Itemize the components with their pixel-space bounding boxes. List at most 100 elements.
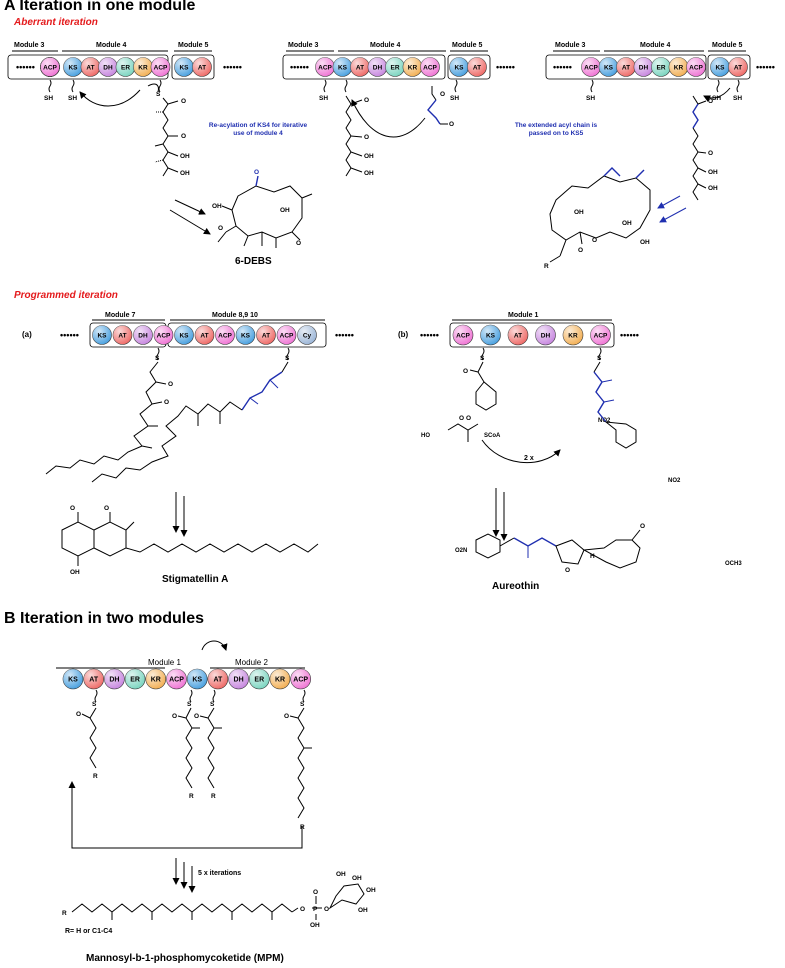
panel-a-tag: (a) [22, 330, 32, 339]
domain-shine [63, 669, 83, 689]
domain-shine [453, 325, 473, 345]
domain-shine [616, 57, 636, 77]
domain-label: KR [151, 676, 161, 683]
domain-label: AT [198, 64, 206, 71]
domain-shine [63, 57, 83, 77]
domain-shine [249, 669, 270, 689]
oh-7: OH [708, 169, 718, 176]
domain-shine [686, 57, 706, 77]
domain-shine [113, 325, 132, 345]
domain-shine [728, 57, 748, 77]
svg-text:O: O [708, 98, 713, 105]
b-module2-label: Module 2 [235, 658, 268, 667]
domain-shine [236, 325, 255, 345]
oh-9: OH [574, 209, 584, 216]
svg-text:O: O [296, 240, 301, 247]
svg-text:S: S [187, 701, 192, 708]
domain-shine [290, 669, 311, 689]
domain-label: DH [541, 332, 551, 339]
svg-text:O: O [172, 713, 177, 720]
svg-text:••••••: •••••• [290, 62, 309, 72]
domain-label: DH [109, 676, 119, 683]
domain-shine [116, 57, 135, 77]
svg-text:••••••: •••••• [60, 330, 79, 340]
domain-label: KR [408, 64, 418, 71]
aberrant-subtitle: Aberrant iteration [14, 17, 98, 28]
svg-text:S: S [210, 701, 215, 708]
domain-shine [174, 57, 194, 77]
oh-5: OH [364, 153, 374, 160]
no2-label-2: NO2 [668, 478, 681, 484]
domain-label: ACP [594, 332, 608, 339]
svg-text:O: O [194, 713, 199, 720]
pb-module1-label: Module 1 [508, 312, 539, 319]
domain-label: ACP [154, 64, 168, 71]
svg-text:S: S [285, 355, 290, 362]
domain-label: AT [200, 332, 208, 339]
domain-shine [590, 325, 611, 345]
domain-label: KS [97, 332, 107, 339]
svg-text:S: S [480, 355, 485, 362]
sh-p3-b: SH [712, 95, 721, 102]
mpm-oh-4: OH [358, 907, 368, 914]
svg-text:S: S [92, 701, 97, 708]
domain-shine [385, 57, 405, 77]
domain-shine [92, 325, 112, 345]
ho-label: HO [421, 433, 430, 439]
domain-label: KS [179, 332, 189, 339]
domain-label: ACP [157, 332, 171, 339]
mpm-oh-3: OH [366, 887, 376, 894]
sh-p2-b: SH [450, 95, 459, 102]
domain-label: KS [604, 64, 614, 71]
6-debs-label: 6-DEBS [235, 256, 272, 267]
svg-text:O: O [565, 567, 570, 574]
domain-label: ACP [218, 332, 232, 339]
domain-shine [174, 325, 194, 345]
r-p3: R [544, 263, 549, 270]
domain-shine [154, 325, 173, 345]
svg-text:O: O [466, 415, 471, 422]
domain-label: KR [138, 64, 148, 71]
svg-text:••••••: •••••• [223, 62, 242, 72]
svg-text:O: O [578, 247, 583, 254]
domain-shine [187, 669, 208, 689]
domain-shine [40, 57, 60, 77]
domain-shine [215, 325, 235, 345]
domain-label: AT [118, 332, 126, 339]
oh-1: OH [180, 153, 190, 160]
stig-oh: OH [70, 569, 80, 576]
p1-module5-label: Module 5 [178, 42, 209, 49]
domain-label: KS [68, 676, 78, 683]
domain-shine [297, 325, 317, 345]
sh-p3-c: SH [733, 95, 742, 102]
sh-p2-a: SH [319, 95, 328, 102]
domain-shine [277, 325, 296, 345]
domain-label: DH [234, 676, 244, 683]
p1-module3-label: Module 3 [14, 42, 45, 49]
o2n-label: O2N [455, 548, 468, 554]
svg-text:O: O [104, 505, 109, 512]
domain-shine [420, 57, 440, 77]
svg-text:••••••: •••••• [16, 62, 35, 72]
domain-shine [228, 669, 249, 689]
aureothin-h: H [590, 553, 595, 560]
domain-label: KS [486, 332, 496, 339]
domain-shine [192, 57, 212, 77]
domain-label: ACP [423, 64, 437, 71]
b-r-1: R [93, 773, 98, 780]
domain-label: AT [514, 332, 522, 339]
svg-text:O: O [640, 523, 645, 530]
scoa-label: SCoA [484, 433, 501, 439]
section-b-title: B Iteration in two modules [4, 610, 205, 627]
reacylation-note: Re-acylation of KS4 for iterative use of… [208, 122, 308, 137]
oh-8: OH [708, 185, 718, 192]
domain-shine [125, 669, 146, 689]
svg-text:O: O [324, 906, 329, 913]
domain-shine [133, 325, 153, 345]
svg-text:O: O [70, 505, 75, 512]
domain-shine [403, 57, 422, 77]
section-a-title: A Iteration in one module [4, 0, 196, 14]
p2-module3-label: Module 3 [288, 42, 319, 49]
domain-label: ACP [689, 64, 703, 71]
